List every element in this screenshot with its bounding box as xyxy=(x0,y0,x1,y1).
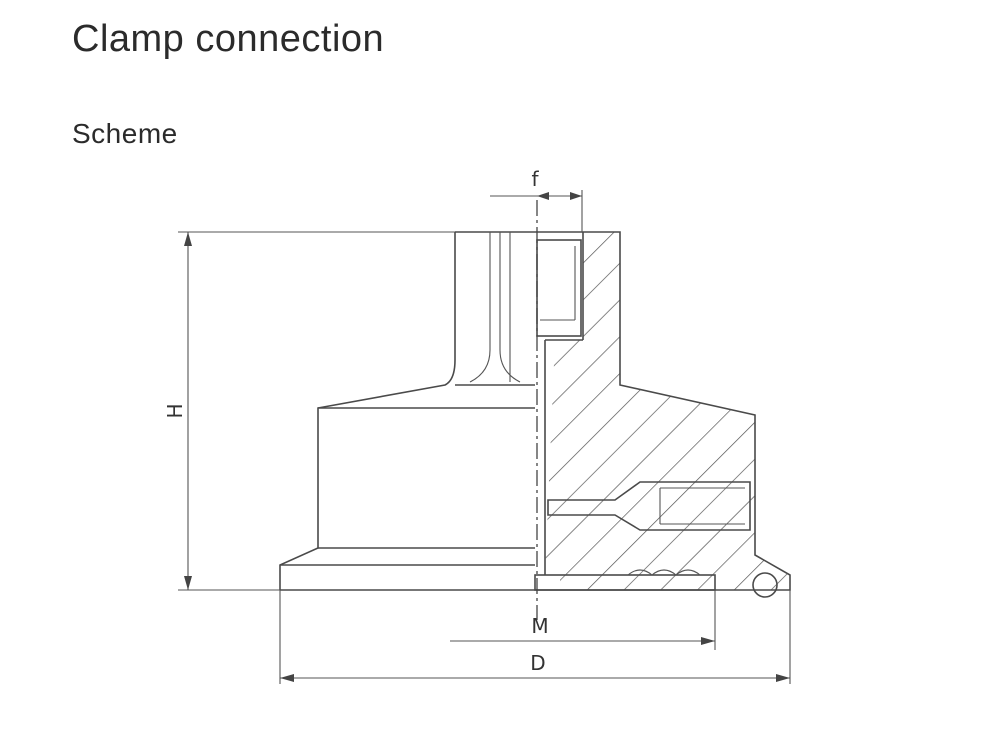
dimension-h-label: H xyxy=(163,403,187,418)
section-subtitle: Scheme xyxy=(72,118,178,149)
dimension-d-label: D xyxy=(530,651,545,675)
dimension-m xyxy=(450,590,716,650)
dimension-d xyxy=(279,590,791,684)
dimension-h xyxy=(178,231,455,591)
page-title: Clamp connection xyxy=(72,18,385,60)
dimension-f-label: f xyxy=(531,167,539,191)
dimension-f xyxy=(490,190,583,232)
dimension-m-label: M xyxy=(531,614,548,638)
elevation-outline xyxy=(279,231,535,591)
section-outline xyxy=(534,231,791,598)
